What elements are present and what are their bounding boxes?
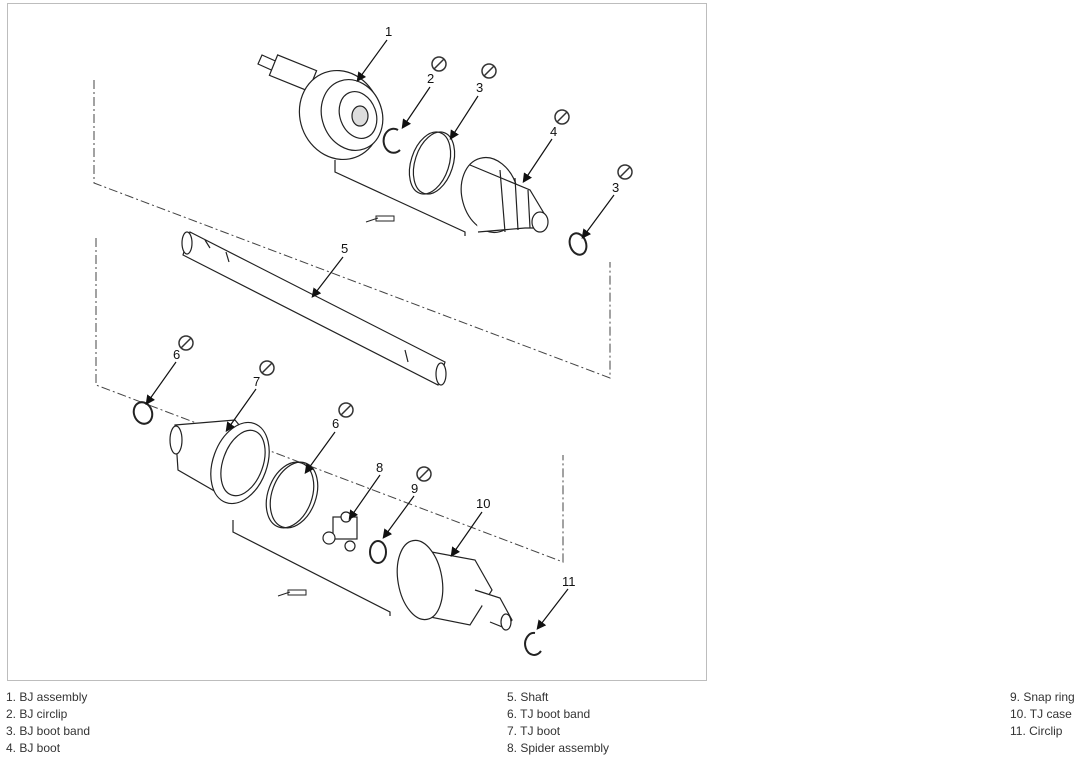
callout-2: 2 (427, 71, 434, 86)
bj-small-boot-band (568, 232, 588, 256)
bj-boot-band (408, 131, 456, 195)
tj-boot (169, 419, 270, 505)
tj-small-boot-band (132, 401, 154, 425)
diagram-frame (7, 3, 707, 681)
bj-boot (460, 156, 549, 234)
callout-numbers: 1 2 3 4 3 5 6 7 6 8 9 10 11 (173, 24, 619, 589)
spider-assembly (322, 511, 358, 552)
legend-item: 6. TJ boot band (507, 707, 591, 721)
callout-8: 8 (376, 460, 383, 475)
legend-item: 9. Snap ring (1010, 690, 1075, 704)
tj-case (396, 539, 513, 631)
legend-column-3: 9. Snap ring 10. TJ case 11. Circlip (1010, 689, 1075, 740)
legend-item: 8. Spider assembly (507, 741, 610, 755)
callout-9: 9 (411, 481, 418, 496)
driveshaft-exploded-diagram: 1 2 3 4 3 5 6 7 6 8 9 10 11 (93, 24, 633, 656)
bj-assembly (257, 54, 384, 161)
callout-3: 3 (476, 80, 483, 95)
callout-5: 5 (341, 241, 348, 256)
circlip (524, 631, 542, 656)
callout-4: 4 (550, 124, 557, 139)
callout-6: 6 (173, 347, 180, 362)
callout-6b: 6 (332, 416, 339, 431)
snap-ring (369, 540, 387, 564)
leader-arrows (145, 39, 615, 630)
guide-lines (93, 80, 611, 563)
callout-7: 7 (253, 374, 260, 389)
legend-column-2: 5. Shaft 6. TJ boot band 7. TJ boot 8. S… (507, 689, 609, 757)
bj-circlip (382, 127, 401, 154)
shaft (181, 231, 447, 386)
callout-3b: 3 (612, 180, 619, 195)
legend-item: 11. Circlip (1010, 724, 1063, 738)
legend-item: 2. BJ circlip (6, 707, 68, 721)
legend-item: 1. BJ assembly (6, 690, 88, 704)
legend-item: 7. TJ boot (507, 724, 561, 738)
legend-item: 5. Shaft (507, 690, 549, 704)
callout-11: 11 (562, 574, 576, 589)
grease-tube-bottom (277, 589, 307, 597)
legend-column-1: 1. BJ assembly 2. BJ circlip 3. BJ boot … (6, 689, 90, 757)
legend-item: 3. BJ boot band (6, 724, 91, 738)
legend-item: 4. BJ boot (6, 741, 61, 755)
callout-1: 1 (385, 24, 392, 39)
legend-item: 10. TJ case (1010, 707, 1072, 721)
tj-boot-band (265, 461, 319, 529)
brackets (232, 160, 466, 616)
callout-10: 10 (476, 496, 490, 511)
grease-tube-top (365, 215, 395, 223)
